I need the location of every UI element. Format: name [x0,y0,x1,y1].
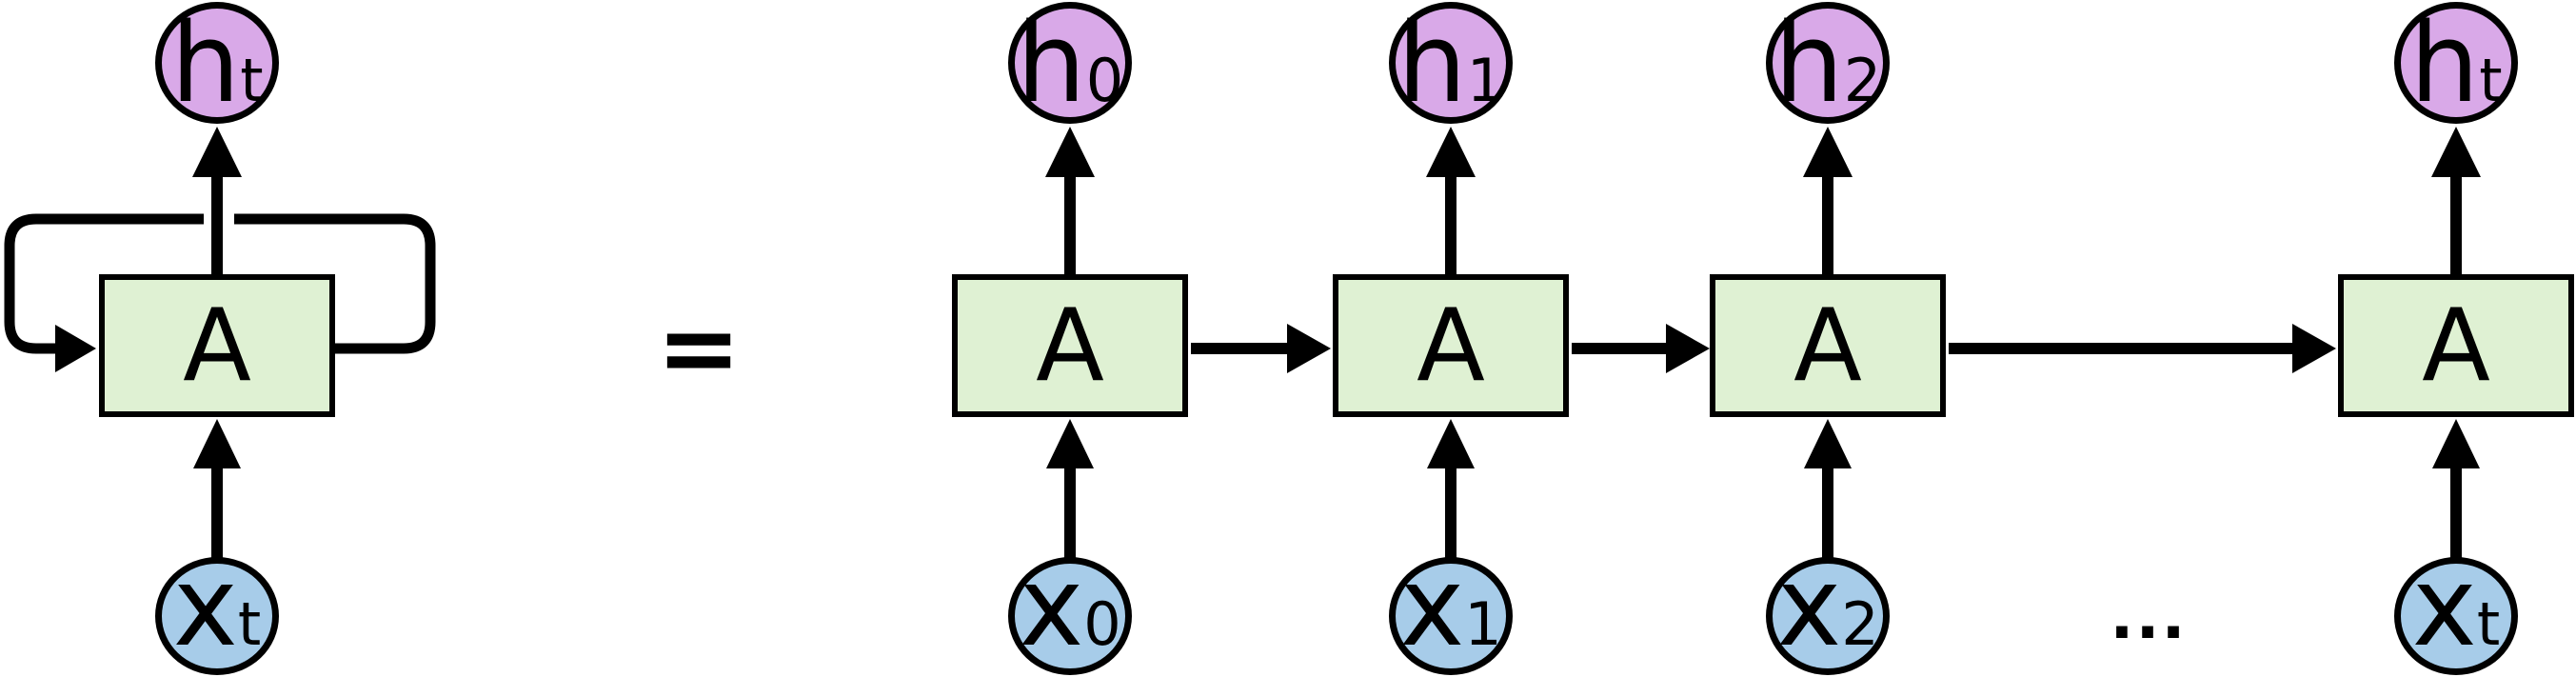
input-label-main: x [1399,543,1465,671]
cell-label: A [1417,287,1485,404]
recurrent-loop [4,213,436,354]
input-label-subscript: 2 [1841,588,1879,659]
hidden-state-node-rolled: ht [155,2,279,124]
arrowhead-cell-to-h1 [1426,127,1476,177]
input-node-xt: xt [2394,552,2518,675]
hidden-state-node-h0: h0 [1008,2,1132,124]
hidden-label-main: h [1773,0,1844,128]
arrowhead-x2-to-cell [1804,419,1852,468]
input-label-main: x [1019,543,1084,671]
hidden-label-main: h [1397,0,1467,128]
hidden-label-main: h [1016,0,1086,128]
rnn-cell-rolled: A [99,274,335,417]
input-label-subscript: 1 [1464,588,1502,659]
arrowhead-x0-to-cell [1046,419,1094,468]
cell-label: A [1793,287,1862,404]
recurrent-loop-left [4,213,204,354]
hidden-state-node-ht: ht [2394,2,2518,124]
input-label-main: x [1776,543,1842,671]
hidden-state-node-h2: h2 [1766,2,1890,124]
input-label-subscript: t [237,588,262,659]
arrowhead-xt-to-cell-rolled [193,419,241,468]
arrowhead-cell2-to-cellt [2292,324,2336,373]
hidden-label-subscript: 2 [1843,45,1882,115]
rnn-cell-2: A [1710,274,1946,417]
recurrent-loop-right [234,213,436,354]
arrowhead-cell-to-ht-rolled [192,127,242,177]
arrowhead-cell1-to-cell2 [1666,324,1710,373]
hidden-label-subscript: t [2479,45,2503,115]
arrowhead-recurrent-loop [55,325,96,372]
input-node-x2: x2 [1766,552,1890,675]
hidden-label-subscript: t [240,45,264,115]
rnn-cell-1: A [1333,274,1569,417]
arrowhead-xt-to-cell [2432,419,2480,468]
rnn-cell-0: A [952,274,1188,417]
hidden-label-main: h [2409,0,2480,128]
rnn-cell-t: A [2338,274,2574,417]
equals-sign: = [656,289,742,407]
hidden-label-subscript: 0 [1085,45,1124,115]
input-node-rolled: xt [155,552,279,675]
input-node-x0: x0 [1008,552,1132,675]
input-label-subscript: t [2476,588,2501,659]
ellipsis: ... [2110,580,2188,653]
cell-label: A [2422,287,2490,404]
arrowhead-cell0-to-cell1 [1287,324,1331,373]
cell-label: A [183,287,251,404]
input-label-main: x [172,543,238,671]
arrowhead-cell-to-ht [2431,127,2481,177]
arrowhead-cell-to-h2 [1803,127,1853,177]
arrowhead-x1-to-cell [1427,419,1475,468]
hidden-state-node-h1: h1 [1389,2,1513,124]
arrowhead-cell-to-h0 [1045,127,1095,177]
input-label-main: x [2411,543,2477,671]
input-label-subscript: 0 [1083,588,1121,659]
cell-label: A [1036,287,1104,404]
hidden-label-main: h [170,0,241,128]
input-node-x1: x1 [1389,552,1513,675]
hidden-label-subscript: 1 [1466,45,1505,115]
